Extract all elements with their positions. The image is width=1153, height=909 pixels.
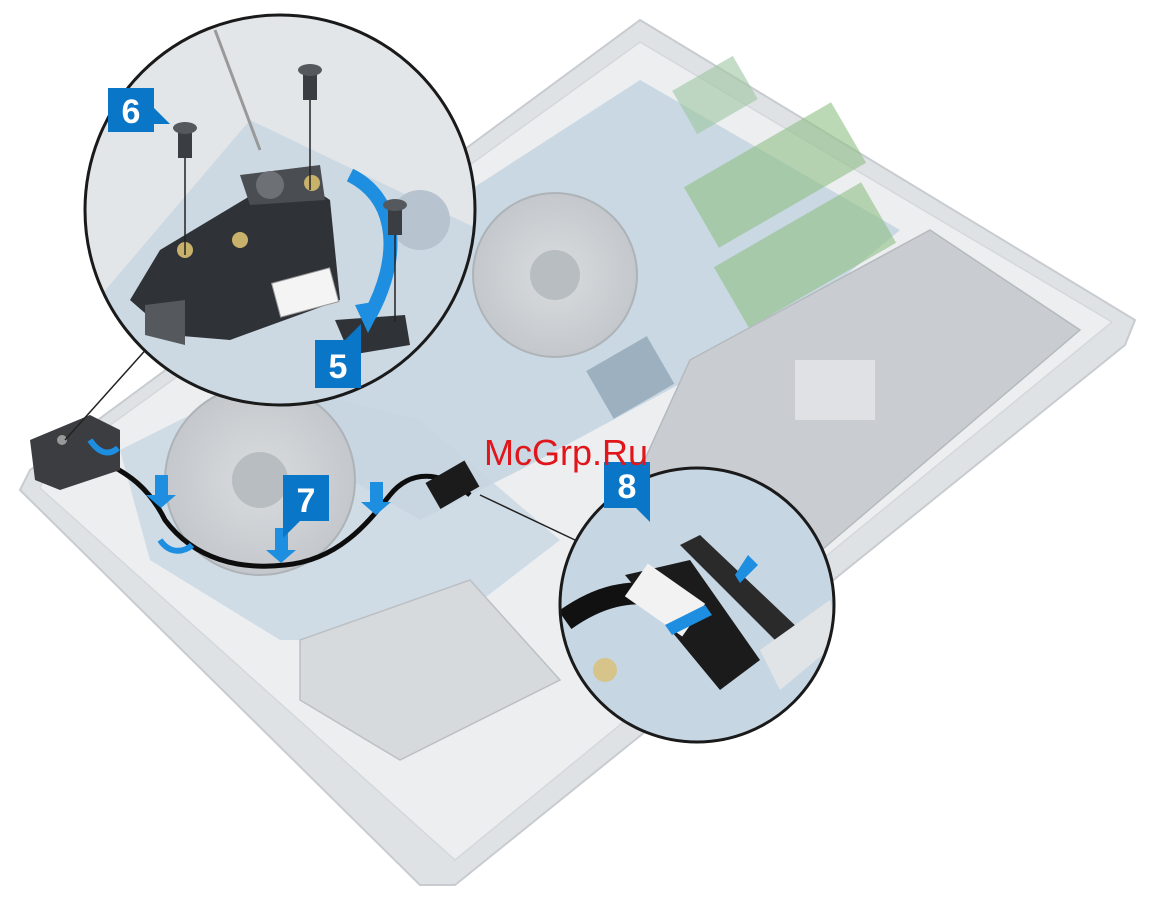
battery-icon [795,360,875,420]
step-number: 6 [122,93,141,131]
step-number: 8 [618,468,637,506]
step-number: 5 [329,348,348,386]
step-number: 7 [297,482,316,520]
